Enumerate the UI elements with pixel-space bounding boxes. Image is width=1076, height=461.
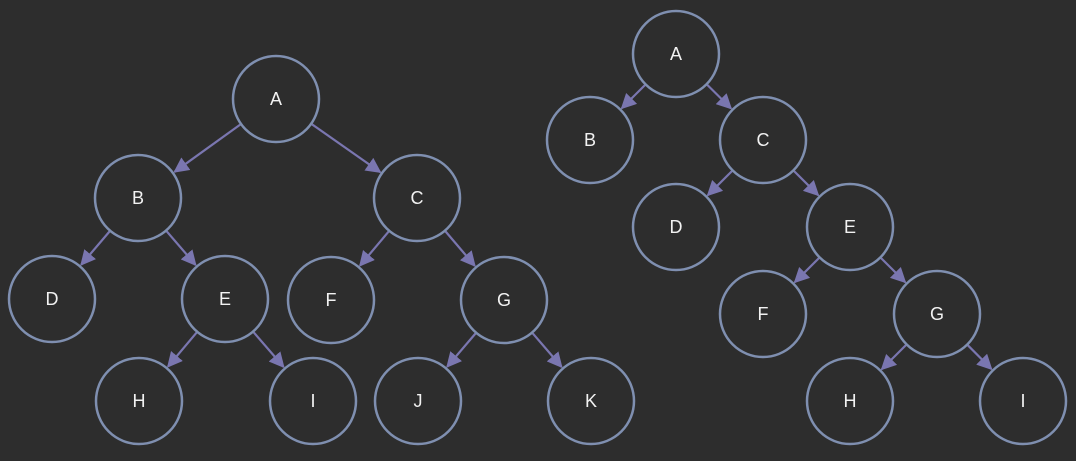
tree-node-g: G [892,269,982,359]
node-label: K [585,391,597,411]
tree-node-i: I [978,356,1068,446]
node-label: H [133,391,146,411]
tree-node-a: A [231,54,321,144]
node-circle [718,95,808,185]
tree-node-b: B [93,153,183,243]
edge-g-j [446,332,477,368]
node-label: C [411,188,424,208]
node-circle [180,254,270,344]
edge-e-i [252,331,285,369]
node-label: A [270,89,282,109]
tree-node-e: E [805,182,895,272]
tree-node-i: I [268,356,358,446]
node-circle [93,153,183,243]
node-circle [7,254,97,344]
tree-node-d: D [631,182,721,272]
tree-node-e: E [180,254,270,344]
tree-node-g: G [459,255,549,345]
node-circle [805,182,895,272]
node-label: J [414,391,423,411]
edge-b-d [80,230,111,266]
node-label: F [326,290,337,310]
edge-e-f [793,257,820,284]
edge-c-e [793,170,820,197]
node-label: I [310,391,315,411]
node-circle [545,95,635,185]
node-circle [94,356,184,446]
node-circle [805,356,895,446]
node-label: E [844,217,856,237]
node-label: D [670,217,683,237]
edge-a-c [311,123,382,174]
node-circle [459,255,549,345]
node-label: C [757,130,770,150]
edge-a-b [620,84,646,110]
edge-g-h [880,344,907,371]
node-circle [373,356,463,446]
node-label: G [497,290,511,310]
node-label: E [219,289,231,309]
tree-node-k: K [546,356,636,446]
node-circle [978,356,1068,446]
edge-c-g [444,230,476,267]
node-circle [372,153,462,243]
node-circle [268,356,358,446]
edge-e-h [167,331,198,368]
tree-node-f: F [286,255,376,345]
tree-node-h: H [805,356,895,446]
node-label: F [758,304,769,324]
node-circle [631,9,721,99]
edge-b-e [165,230,197,267]
node-circle [546,356,636,446]
node-circle [286,255,376,345]
edge-c-f [359,230,390,267]
node-label: I [1020,391,1025,411]
node-circle [231,54,321,144]
tree-node-d: D [7,254,97,344]
node-circle [631,182,721,272]
tree-node-h: H [94,356,184,446]
node-label: B [584,130,596,150]
binary-tree-right: A B C D E F G H I [545,9,1068,446]
tree-node-f: F [718,269,808,359]
node-label: H [844,391,857,411]
edge-g-i [967,344,993,371]
edge-a-c [706,84,733,110]
tree-node-c: C [718,95,808,185]
tree-node-c: C [372,153,462,243]
tree-node-b: B [545,95,635,185]
edge-e-g [880,257,907,284]
tree-node-j: J [373,356,463,446]
node-label: D [46,289,59,309]
node-label: G [930,304,944,324]
tree-node-a: A [631,9,721,99]
node-circle [892,269,982,359]
binary-tree-left: A B C D E F G H I J K [7,54,636,446]
node-label: B [132,188,144,208]
node-label: A [670,44,682,64]
edge-a-b [173,123,241,173]
edge-g-k [531,332,563,369]
edge-c-d [706,170,733,197]
node-circle [718,269,808,359]
